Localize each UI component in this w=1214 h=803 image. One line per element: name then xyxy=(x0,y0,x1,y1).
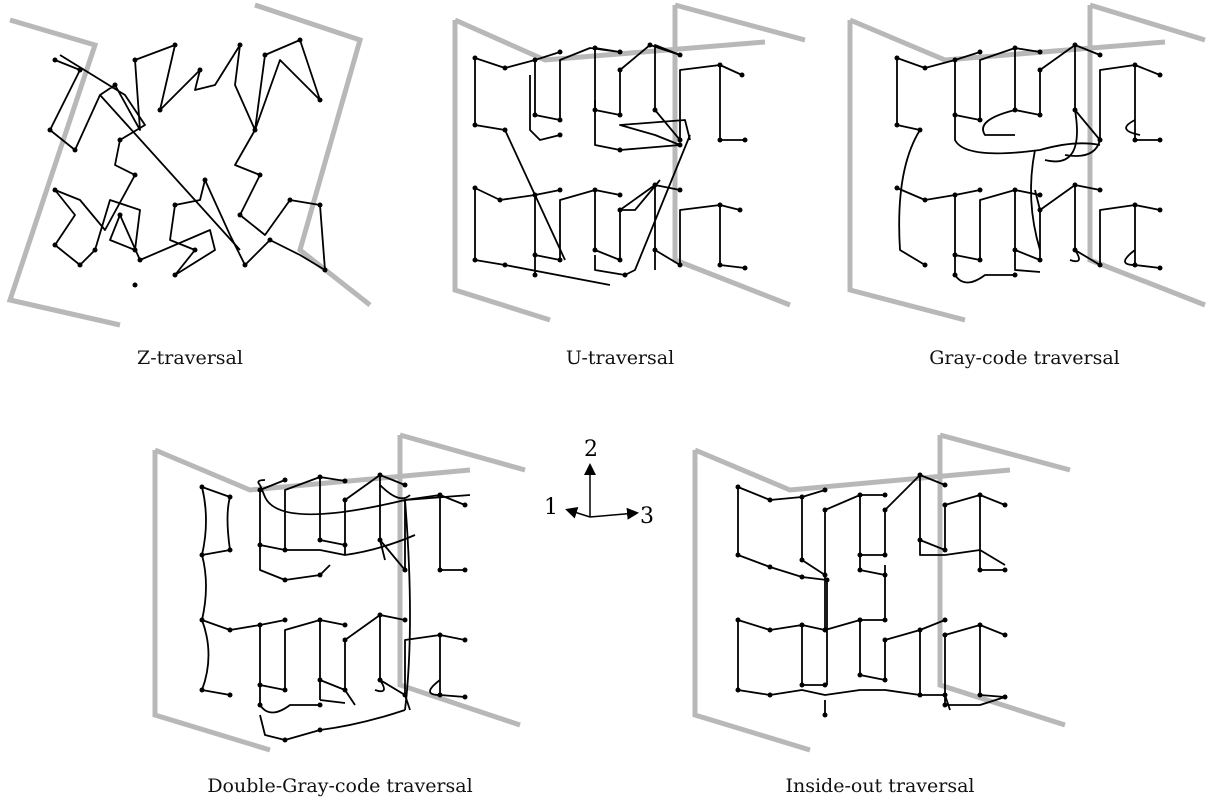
traversal-diagonal xyxy=(99,94,241,251)
traversal-nodes xyxy=(735,472,1008,718)
frame-left xyxy=(452,20,551,323)
traversal-curve-mid xyxy=(1030,149,1041,251)
caption-u-traversal: U-traversal xyxy=(565,347,675,369)
axis-2-label: 2 xyxy=(584,437,598,462)
frame-top-right xyxy=(674,2,806,43)
traversal-nodes xyxy=(47,37,328,288)
frame-right xyxy=(937,435,1066,728)
traversal-path-left xyxy=(896,58,926,266)
inside-out-traversal-diagram xyxy=(680,425,1080,770)
traversal-nodes xyxy=(894,42,1163,278)
frame-left xyxy=(152,450,271,753)
frame-top-right xyxy=(1089,2,1206,43)
axis-3-label: 3 xyxy=(640,504,654,529)
traversal-path-left xyxy=(474,58,566,261)
traversal-curves-upper xyxy=(201,479,471,711)
axes-indicator: 2 1 3 xyxy=(540,430,680,540)
traversal-curves-upper xyxy=(954,109,1141,163)
traversal-path-upper xyxy=(737,474,1006,685)
u-traversal-diagram xyxy=(420,0,820,335)
gray-code-traversal-diagram xyxy=(835,0,1214,335)
traversal-path-upper xyxy=(896,44,1161,141)
double-gray-code-traversal-diagram xyxy=(140,425,540,770)
traversal-path-lower xyxy=(474,134,746,286)
z-traversal-diagram xyxy=(0,0,380,335)
caption-gray-code-traversal: Gray-code traversal xyxy=(929,347,1120,369)
caption-z-traversal: Z-traversal xyxy=(137,347,243,369)
frame-right xyxy=(397,435,521,728)
frame-right xyxy=(1087,5,1206,308)
traversal-path-upper xyxy=(474,44,745,141)
frame-top xyxy=(694,447,1011,493)
caption-double-gray-code-traversal: Double-Gray-code traversal xyxy=(207,775,473,797)
axis-1-arrow xyxy=(565,507,591,519)
traversal-nodes xyxy=(199,472,468,743)
frame-left xyxy=(692,450,811,753)
frame-back xyxy=(6,17,121,328)
frame-left xyxy=(847,20,966,323)
traversal-path-upper2 xyxy=(529,75,691,151)
axis-1-label: 1 xyxy=(544,495,558,520)
traversal-path-lower xyxy=(201,554,466,741)
traversal-path-lower xyxy=(737,619,1006,715)
frame-right xyxy=(672,5,791,308)
axis-3-arrow xyxy=(589,507,639,520)
frame-top-right xyxy=(939,432,1071,473)
traversal-nodes xyxy=(472,42,748,278)
frame-top xyxy=(453,17,766,63)
frame-top-right xyxy=(399,432,526,473)
frame-top xyxy=(154,447,471,493)
traversal-path-upper xyxy=(201,474,466,571)
traversal-path xyxy=(49,39,326,276)
caption-inside-out-traversal: Inside-out traversal xyxy=(785,775,975,797)
frame-top xyxy=(849,17,1166,63)
frame-front xyxy=(254,2,372,307)
traversal-path-lower xyxy=(896,184,1161,284)
